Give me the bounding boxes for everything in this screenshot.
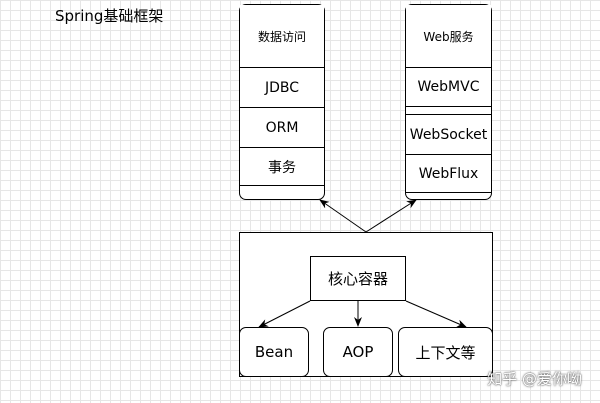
data-access-item-orm: ORM bbox=[240, 108, 324, 147]
arrow-to-context bbox=[405, 300, 467, 328]
arrow-to-data-access bbox=[319, 199, 367, 233]
arrow-to-web bbox=[365, 199, 417, 233]
divider bbox=[406, 192, 491, 193]
divider bbox=[406, 154, 491, 155]
divider bbox=[240, 107, 324, 108]
divider bbox=[406, 67, 491, 68]
aop-box: AOP bbox=[323, 327, 393, 377]
divider bbox=[240, 147, 324, 148]
core-container-box: 核心容器 bbox=[310, 256, 406, 301]
divider bbox=[406, 106, 491, 107]
arrow-to-bean bbox=[258, 300, 311, 328]
bean-box: Bean bbox=[239, 327, 309, 377]
divider bbox=[240, 67, 324, 68]
web-item-websocket: WebSocket bbox=[406, 115, 491, 154]
data-access-item-transaction: 事务 bbox=[240, 148, 324, 185]
data-access-header: 数据访问 bbox=[240, 5, 324, 67]
data-access-item-jdbc: JDBC bbox=[240, 68, 324, 107]
web-item-webflux: WebFlux bbox=[406, 155, 491, 192]
web-item-webmvc: WebMVC bbox=[406, 68, 491, 106]
context-box: 上下文等 bbox=[398, 327, 493, 377]
divider bbox=[406, 114, 491, 115]
watermark-text: 知乎 @爱你呦 bbox=[487, 370, 582, 388]
web-header: Web服务 bbox=[406, 5, 491, 67]
web-column: Web服务 WebMVC WebSocket WebFlux bbox=[405, 4, 492, 200]
divider bbox=[240, 185, 324, 186]
data-access-column: 数据访问 JDBC ORM 事务 bbox=[239, 4, 325, 200]
diagram-title: Spring基础框架 bbox=[55, 7, 164, 25]
